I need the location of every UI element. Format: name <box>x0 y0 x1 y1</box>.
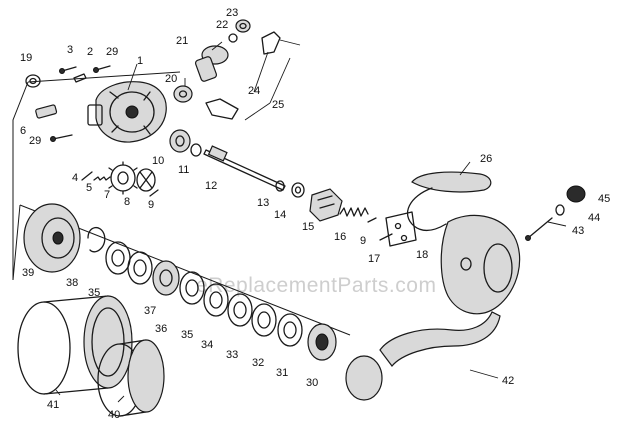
callout-13: 13 <box>257 197 269 209</box>
callout-43: 43 <box>572 225 584 237</box>
part-41-spool <box>17 295 133 395</box>
callout-17: 17 <box>368 253 380 265</box>
callout-26: 26 <box>480 153 492 165</box>
part-5-spring <box>93 176 111 181</box>
callout-44: 44 <box>588 212 600 224</box>
part-24-lever <box>205 31 301 120</box>
part-35-washer-b <box>179 271 205 305</box>
part-39-rotor <box>23 203 81 273</box>
part-40-skirt <box>97 339 165 417</box>
callout-36: 36 <box>155 323 167 335</box>
part-2-clip <box>73 73 87 83</box>
callout-40: 40 <box>108 409 120 421</box>
assembly-frame-top <box>27 71 181 83</box>
callout-20: 20 <box>165 73 177 85</box>
part-44-washer <box>555 204 565 216</box>
callout-2: 2 <box>87 46 93 58</box>
callout-35: 35 <box>88 287 100 299</box>
part-19-washer <box>25 74 41 88</box>
part-13-clip <box>275 180 285 192</box>
part-42-handle <box>345 311 501 401</box>
part-7-gear <box>108 161 138 195</box>
part-26-foot <box>411 171 492 193</box>
part-29-screw-left <box>50 134 73 142</box>
callout-34: 34 <box>201 339 213 351</box>
callout-35-b: 35 <box>181 329 193 341</box>
part-35-washer <box>105 241 131 275</box>
callout-16: 16 <box>334 231 346 243</box>
part-33-washer <box>227 293 253 327</box>
part-43-screw <box>525 217 553 241</box>
part-45-cap <box>566 185 586 203</box>
callout-31: 31 <box>276 367 288 379</box>
part-37-washer <box>127 251 153 285</box>
callout-21: 21 <box>176 35 188 47</box>
callout-42: 42 <box>502 375 514 387</box>
watermark: eReplacementParts.com <box>196 274 436 297</box>
callout-41: 41 <box>47 399 59 411</box>
part-30-gear <box>307 323 337 361</box>
callout-labels: 1 2 3 4 5 6 7 8 9 10 11 12 13 14 15 16 9… <box>20 7 610 421</box>
part-32-washer <box>251 303 277 337</box>
callout-10: 10 <box>152 155 164 167</box>
part-3-screw <box>59 66 77 74</box>
part-21-pinion-shaft <box>194 45 229 82</box>
part-11-washer <box>190 143 202 157</box>
callout-8: 8 <box>124 196 130 208</box>
part-10-bearing <box>169 129 191 153</box>
callout-7: 7 <box>104 189 110 201</box>
callout-38: 38 <box>66 277 78 289</box>
callout-29-left: 29 <box>29 135 41 147</box>
callout-14: 14 <box>274 209 286 221</box>
callout-9: 9 <box>148 199 154 211</box>
part-14-washer <box>291 182 305 198</box>
part-36-drag-washer <box>152 260 180 296</box>
callout-29-top: 29 <box>106 46 118 58</box>
callout-15: 15 <box>302 221 314 233</box>
callout-39: 39 <box>22 267 34 279</box>
assembly-frame-join <box>12 204 21 281</box>
reel-housing <box>407 187 521 315</box>
callout-25: 25 <box>272 99 284 111</box>
callout-33: 33 <box>226 349 238 361</box>
callout-19: 19 <box>20 52 32 64</box>
callout-37: 37 <box>144 305 156 317</box>
part-31-washer <box>277 313 303 347</box>
callout-12: 12 <box>205 180 217 192</box>
callout-3: 3 <box>67 44 73 56</box>
part-8-pinion <box>136 168 156 192</box>
part-18-bracket <box>385 211 417 247</box>
callout-32: 32 <box>252 357 264 369</box>
part-29-screw-top <box>93 65 111 73</box>
callout-45: 45 <box>598 193 610 205</box>
callout-24: 24 <box>248 85 260 97</box>
part-15-slider <box>309 188 343 222</box>
part-9-screw <box>149 189 159 197</box>
part-20-bearing <box>173 85 193 103</box>
part-4-pin <box>81 171 93 181</box>
callout-22: 22 <box>216 19 228 31</box>
callout-4: 4 <box>72 172 78 184</box>
callout-9-lower: 9 <box>360 235 366 247</box>
part-17-screw <box>379 233 393 241</box>
callout-18: 18 <box>416 249 428 261</box>
part-34-washer <box>203 283 229 317</box>
callout-5: 5 <box>86 182 92 194</box>
part-22-washer <box>228 33 238 43</box>
part-6-bolt <box>35 104 58 119</box>
callout-11: 11 <box>178 164 189 176</box>
leader-lines <box>55 41 585 403</box>
part-38-clip <box>87 227 106 253</box>
part-9-screw-lower <box>367 217 377 223</box>
part-23-nut <box>235 19 251 33</box>
callout-30: 30 <box>306 377 318 389</box>
assembly-frame-left <box>12 81 29 280</box>
callout-23: 23 <box>226 7 238 19</box>
callout-1: 1 <box>137 55 143 67</box>
callout-6: 6 <box>20 125 26 137</box>
part-1-body <box>87 81 167 143</box>
part-16-spring <box>339 207 369 217</box>
